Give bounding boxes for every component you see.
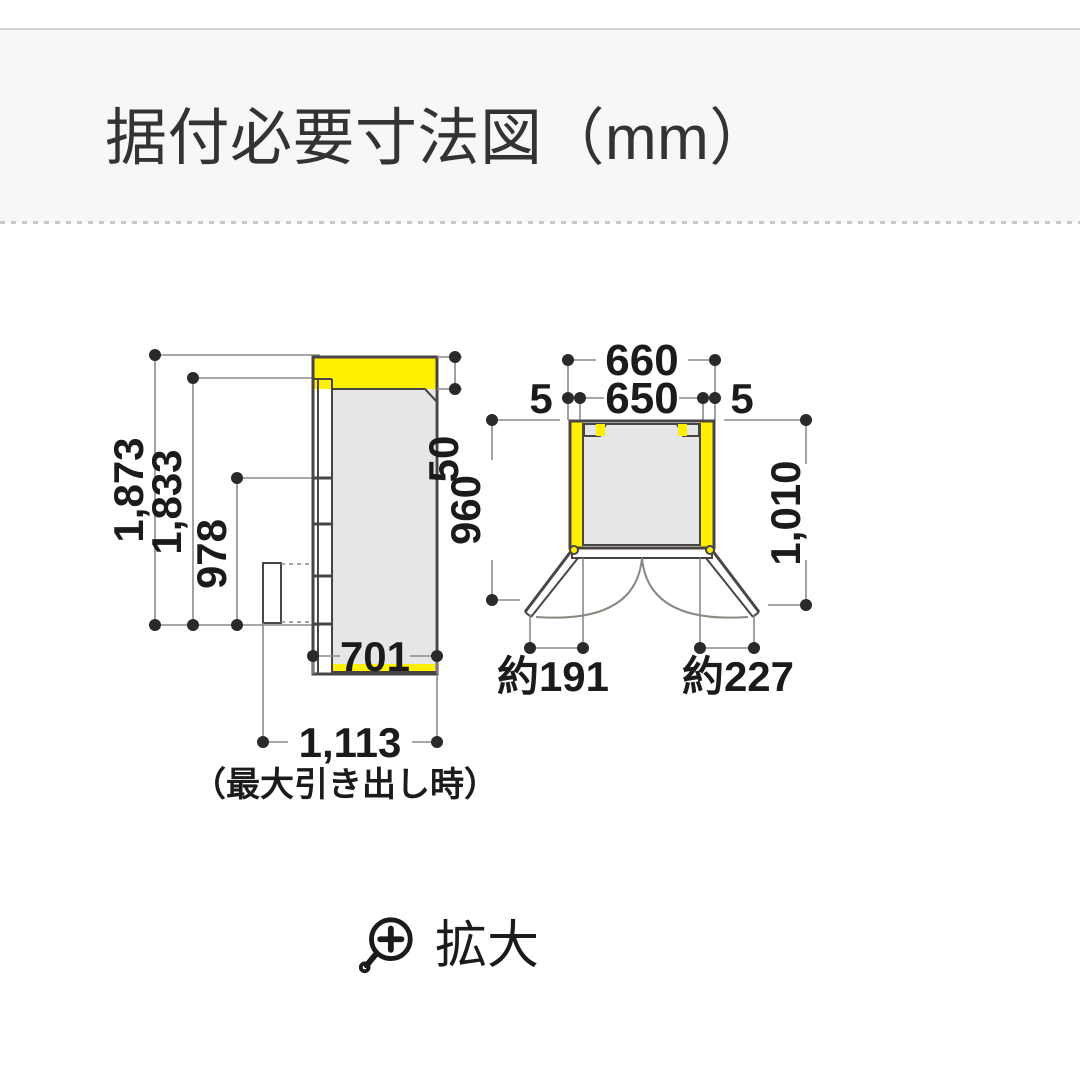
top-view-body-width-dimension: 650 5 5	[529, 374, 753, 423]
side-view-top-clearance-block	[313, 357, 437, 389]
side-view-base-block	[332, 664, 435, 674]
top-view-right-door-open-outer	[710, 549, 761, 613]
side-view-chamfer	[424, 388, 438, 403]
top-view-right-swing-dimension: 約227	[682, 558, 794, 700]
side-view-group: 50 1,873 1,833 978 701	[105, 349, 498, 804]
dim-outer-width: 660	[605, 336, 678, 385]
top-view-right-door-open-inner	[705, 557, 754, 618]
top-view-left-handle-fill	[596, 424, 605, 436]
dim-total-depth: 1,010	[762, 460, 809, 565]
dim-max-pullout: 1,113	[299, 719, 402, 766]
top-view-body-fill	[583, 424, 700, 545]
dim-max-pullout-note: （最大引き出し時）	[192, 765, 498, 804]
top-view-left-swing-arc	[535, 557, 643, 619]
section-header: 据付必要寸法図（mm）	[0, 28, 1080, 222]
side-view-depth-dimension: 701	[307, 633, 443, 680]
zoom-button[interactable]: 拡大	[355, 915, 539, 977]
top-view-left-clearance-bar	[570, 421, 584, 548]
side-view-dimension-markers	[149, 349, 243, 631]
dim-body-depth: 960	[442, 475, 489, 545]
dim-left-door-swing: 約191	[497, 653, 609, 700]
dotted-divider	[0, 221, 1080, 224]
dim-handle-height: 978	[188, 519, 235, 589]
magnifier-plus-icon	[358, 917, 413, 974]
page-title: 据付必要寸法図（mm）	[105, 104, 772, 173]
top-view-left-door-open-outer	[523, 549, 574, 613]
dimension-drawing-svg: .dl{stroke:#8a8a8a;stroke-width:2;fill:n…	[105, 336, 812, 804]
top-view-right-hinge	[705, 545, 715, 555]
top-view-body-depth-dimension: 960	[442, 414, 560, 606]
top-view-outer-width-dimension: 660	[562, 336, 721, 420]
dim-right-door-swing: 約227	[682, 653, 794, 700]
top-spacer	[0, 0, 1080, 28]
top-view-total-depth-dimension: 1,010	[724, 414, 812, 611]
zoom-button-label: 拡大	[435, 917, 540, 975]
top-view-left-hinge	[569, 545, 579, 555]
dim-right-clearance: 5	[730, 375, 753, 422]
side-view-top-clearance-dimension: 50	[420, 351, 467, 482]
side-view-max-pullout-dimension: 1,113 （最大引き出し時）	[192, 623, 498, 804]
dim-body-width: 650	[605, 374, 678, 423]
dim-left-clearance: 5	[529, 375, 552, 422]
side-view-body-fill	[332, 389, 435, 672]
top-view-right-handle-fill	[678, 424, 687, 436]
side-view-pulled-drawer	[262, 562, 282, 624]
top-view-group: 660 650 5 5	[442, 336, 812, 700]
dim-body-height: 1,833	[143, 449, 190, 554]
top-view-inner-outline	[582, 423, 701, 546]
dimension-drawing: .dl{stroke:#8a8a8a;stroke-width:2;fill:n…	[0, 224, 1080, 904]
dim-depth: 701	[340, 633, 410, 680]
top-view-left-swing-dimension: 約191	[497, 558, 609, 700]
side-view-witness-lines	[154, 354, 320, 626]
dim-total-height: 1,873	[105, 437, 152, 542]
dim-top-clearance: 50	[420, 436, 467, 483]
top-view-right-swing-arc	[641, 557, 749, 619]
top-view-right-clearance-bar	[700, 421, 714, 548]
top-view-left-door-open-inner	[530, 557, 579, 618]
